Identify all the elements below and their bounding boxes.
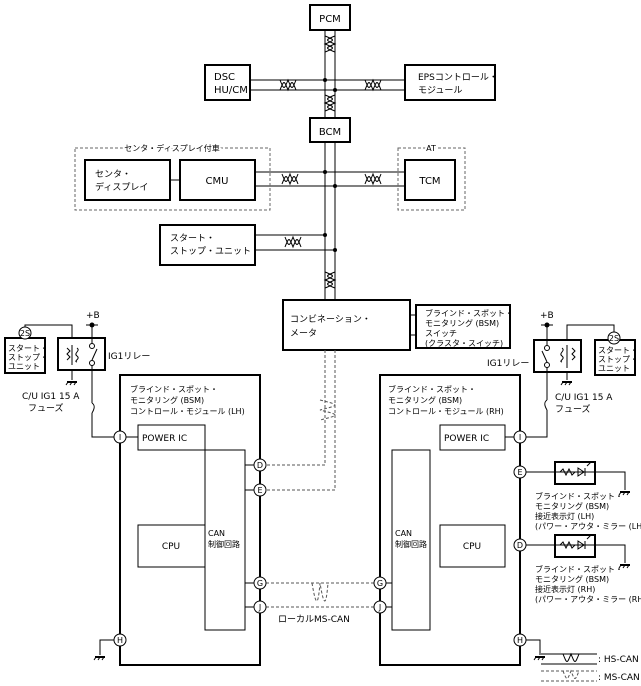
start-stop-unit-label: ストップ・ユニット [170,246,251,257]
local-ms-can-label: ローカルMS-CAN [278,614,350,625]
combination-meter-label: メータ [290,328,317,339]
fuse-label: フューズ [28,402,64,414]
power-ic-label: POWER IC [142,434,187,444]
lh-connectors: I D E G J H [113,430,267,647]
cmu-label: CMU [206,176,229,187]
cpu-label: CPU [162,542,180,552]
bcm-label: BCM [319,127,341,138]
eps-label: モジュール [418,86,462,96]
can-circuit-label: CAN [208,529,225,538]
dsc-label: DSC [214,72,235,83]
module-title: コントロール・モジュール (RH) [388,407,504,416]
dsc-label: HU/CM [214,85,248,96]
combination-meter-box: コンビネーション・ メータ [282,299,416,351]
pcm-label: PCM [319,14,341,25]
start-stop-unit-label: スタート・ [8,344,48,353]
indicator-lamp-lh: ブラインド・スポット・ モニタリング (BSM) 接近表示灯 (LH) (パワー… [526,461,641,531]
bsm-control-module-rh: ブラインド・スポット・ モニタリング (BSM) コントロール・モジュール (R… [379,374,546,666]
module-title: ブラインド・スポット・ [130,384,218,394]
lh-power-circuit: スタート・ ストップ・ ユニット 2S +B IG1リレー C/U IG1 15… [4,311,150,438]
bsm-switch-label: (クラスタ・スイッチ) [425,339,503,348]
pin-h: H [117,636,123,645]
fuse-label: C/U IG1 15 A [555,393,613,403]
pin-j: J [258,603,261,612]
legend: : HS-CAN : MS-CAN [541,652,640,683]
ig1-relay-label: IG1リレー [108,352,150,362]
plus-b-label: +B [86,311,100,321]
pcm-box: PCM [309,4,351,31]
module-title: コントロール・モジュール (LH) [130,407,245,416]
pin-e: E [517,468,522,477]
start-stop-unit-label: ユニット [598,364,630,373]
module-title: モニタリング (BSM) [388,395,462,405]
bsm-switch-box: ブラインド・スポット・ モニタリング (BSM) スイッチ (クラスタ・スイッチ… [415,304,513,349]
start-stop-unit-label: ユニット [8,362,40,371]
power-ic-label: POWER IC [444,434,489,444]
eps-box: EPSコントロール・ モジュール [404,64,498,101]
hs-can-trunk [250,30,405,300]
indicator-label: ブラインド・スポット・ [535,491,623,501]
center-display-group-label: センタ・ディスプレイ付車 [124,143,219,153]
start-stop-unit-label: ストップ・ [8,353,48,362]
start-stop-unit-label: ストップ・ [598,355,638,364]
rh-power-circuit: スタート・ ストップ・ ユニット 2S +B IG1リレー C/U IG1 15… [487,311,638,438]
legend-ms-can: : MS-CAN [598,673,640,683]
connector-2s-label: 2S [20,329,30,338]
fuse-label: フューズ [555,403,591,415]
start-stop-unit-box: スタート・ ストップ・ユニット [159,224,256,266]
bsm-switch-label: スイッチ [425,329,457,338]
ig1-relay [533,339,582,373]
dsc-box: DSC HU/CM [204,64,251,101]
module-title: モニタリング (BSM) [130,395,204,405]
plus-b-label: +B [540,311,554,321]
connector-2s-label: 2S [609,334,619,343]
fuse-label: C/U IG1 15 A [22,392,80,402]
at-group-label: AT [426,144,436,153]
pin-i: I [119,433,121,442]
pin-d: D [257,461,263,470]
tcm-label: TCM [418,176,440,187]
pin-d: D [517,541,523,550]
center-display-group: センタ・ディスプレイ付車 センタ・ ディスプレイ CMU [74,141,271,211]
indicator-label: ブラインド・スポット・ [535,564,623,574]
indicator-lamp-rh: ブラインド・スポット・ モニタリング (BSM) 接近表示灯 (RH) (パワー… [526,534,641,604]
pin-h: H [517,636,523,645]
indicator-label: 接近表示灯 (RH) [535,584,595,594]
eps-label: EPSコントロール・ [418,73,498,83]
center-display-label: センタ・ [95,169,131,180]
at-group: AT TCM [397,142,466,211]
ground-icon [65,381,78,386]
ig1-relay [57,337,106,371]
module-title: ブラインド・スポット・ [388,384,476,394]
ig1-relay-label: IG1リレー [487,359,529,369]
indicator-label: (パワー・アウタ・ミラー (RH)) [535,595,641,604]
combination-meter-label: コンビネーション・ [290,314,371,325]
ms-can-wiring [266,350,374,608]
center-display-label: ディスプレイ [95,181,148,193]
can-circuit-label: 制御回路 [208,539,240,549]
indicator-label: 接近表示灯 (LH) [535,511,594,521]
cpu-label: CPU [463,542,481,552]
pin-e: E [257,486,262,495]
pin-j: J [378,603,381,612]
can-circuit-label: 制御回路 [395,539,427,549]
bsm-switch-label: モニタリング (BSM) [425,318,499,328]
pin-g: G [257,579,263,588]
start-stop-unit-label: スタート・ [170,233,215,244]
bsm-control-module-lh: ブラインド・スポット・ モニタリング (BSM) コントロール・モジュール (L… [93,374,261,666]
start-stop-unit-label: スタート・ [598,346,638,355]
indicator-label: モニタリング (BSM) [535,574,609,584]
pin-i: I [519,433,521,442]
can-circuit-label: CAN [395,529,412,538]
indicator-label: (パワー・アウタ・ミラー (LH)) [535,522,641,531]
bsm-switch-label: ブラインド・スポット・ [425,308,513,318]
pin-g: G [377,579,383,588]
rh-connectors: I E D G J H [373,430,527,647]
legend-hs-can: : HS-CAN [598,655,639,665]
bcm-box: BCM [309,117,351,143]
connector-2s [18,326,32,340]
indicator-label: モニタリング (BSM) [535,501,609,511]
